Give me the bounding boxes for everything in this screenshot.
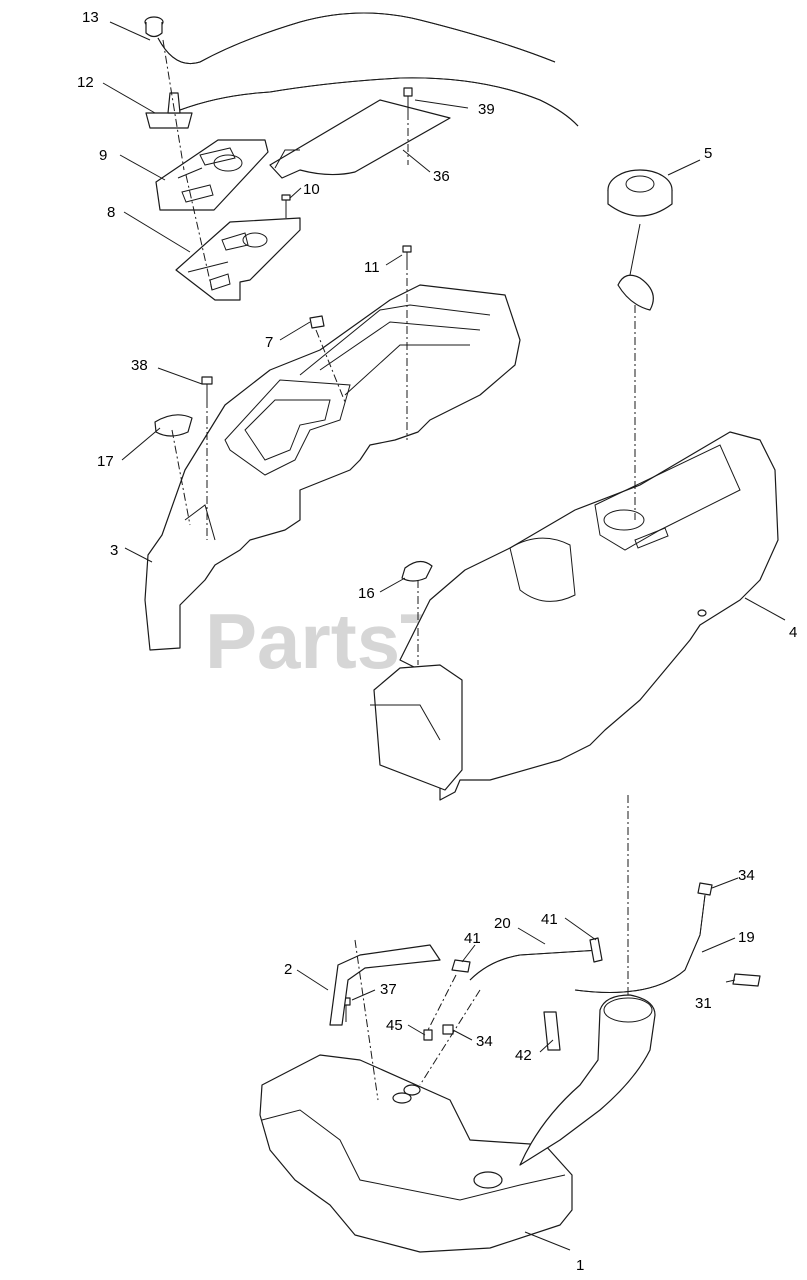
callout-11: 11 [364,259,380,276]
callout-4: 4 [789,624,797,641]
callout-1: 1 [576,1257,584,1274]
part-31-valve[interactable] [732,973,761,987]
callout-42: 42 [515,1047,532,1064]
part-11-screw[interactable] [402,245,412,262]
alignment-lines [162,39,636,1101]
part-41-clamp-lower[interactable] [451,959,471,973]
callout-9: 9 [99,147,107,164]
part-12-throttle-control[interactable] [145,77,579,129]
part-34-clip-lower[interactable] [442,1024,454,1035]
callout-20: 20 [494,915,511,932]
callout-19: 19 [738,929,755,946]
part-39-screw[interactable] [403,87,413,112]
part-4-body-shroud[interactable] [370,431,779,801]
part-9-control-panel-decal[interactable] [155,139,269,211]
callout-41-upper: 41 [541,911,558,928]
part-5-fuel-cap[interactable] [607,169,673,311]
leader-lines [102,21,786,1251]
part-10-screw[interactable] [281,194,291,218]
callout-16: 16 [358,585,375,602]
part-7-clip[interactable] [309,315,325,329]
part-45-fitting[interactable] [423,1029,433,1041]
callout-45: 45 [386,1017,403,1034]
part-41-clamp-upper[interactable] [589,937,603,963]
callout-17: 17 [97,453,114,470]
callout-34-lower: 34 [476,1033,493,1050]
part-1-fuel-tank[interactable] [259,994,656,1253]
part-20-fuel-line[interactable] [469,949,601,981]
callout-labels: 13 12 9 8 39 36 10 11 7 38 17 3 5 4 16 3… [77,9,797,1274]
callout-7: 7 [265,334,273,351]
callout-37: 37 [380,981,397,998]
callout-38: 38 [131,357,148,374]
callout-34-upper: 34 [738,867,755,884]
callout-8: 8 [107,204,115,221]
part-38-bolt[interactable] [201,376,213,400]
part-8-control-panel[interactable] [175,217,301,301]
callout-10: 10 [303,181,320,198]
callout-41-lower: 41 [464,930,481,947]
callout-31: 31 [695,995,712,1012]
part-36-cover-panel[interactable] [269,99,451,179]
callout-39: 39 [478,101,495,118]
part-19-vent-hose[interactable] [574,894,706,993]
part-17-pad[interactable] [154,414,193,437]
callout-36: 36 [433,168,450,185]
part-16-pad[interactable] [401,560,433,582]
callout-13: 13 [82,9,99,26]
part-13-choke-cable[interactable] [144,12,556,64]
callout-5: 5 [704,145,712,162]
part-3-console[interactable] [144,284,521,651]
callout-2: 2 [284,961,292,978]
callout-12: 12 [77,74,94,91]
part-2-bracket[interactable] [329,944,441,1026]
part-34-clip-upper[interactable] [697,882,713,896]
callout-3: 3 [110,542,118,559]
part-42-tube[interactable] [543,1011,561,1051]
